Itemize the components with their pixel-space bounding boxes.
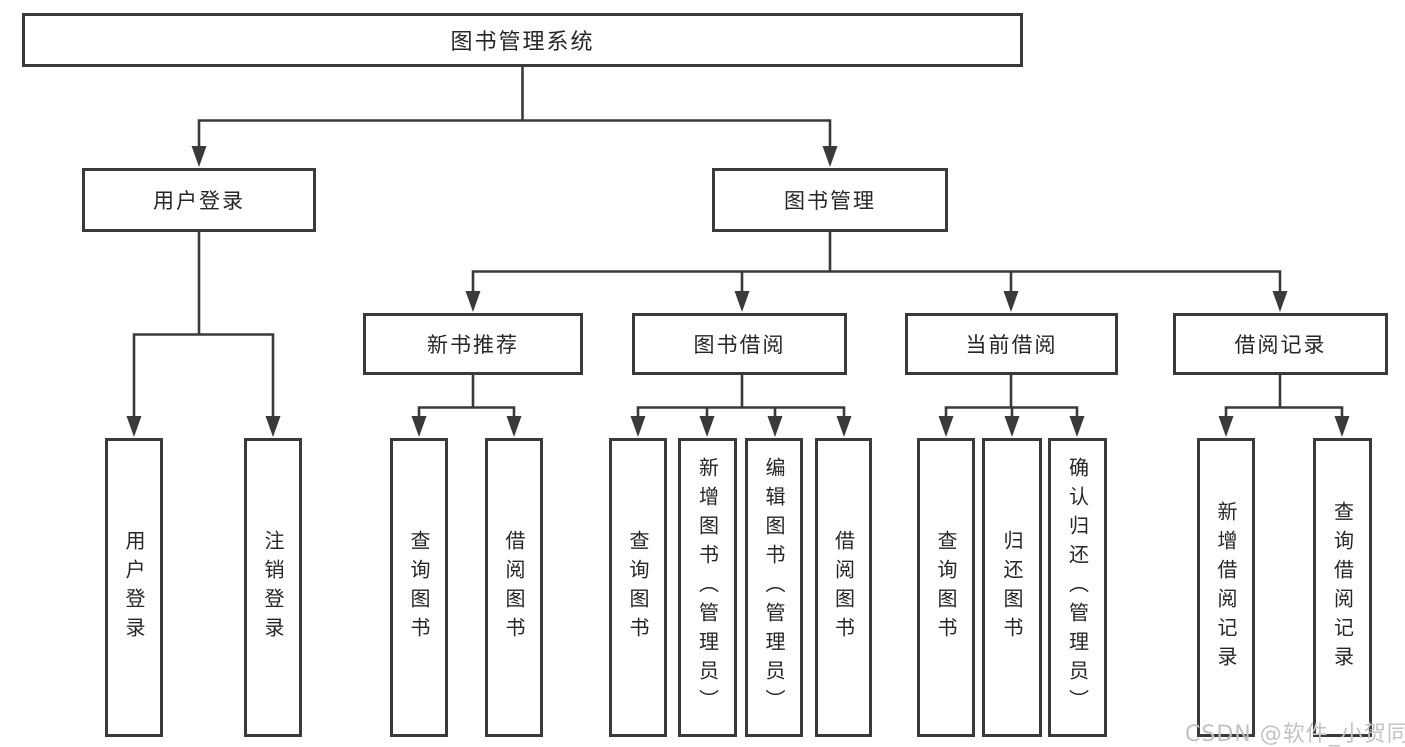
node-label: 图书借阅 bbox=[693, 333, 786, 357]
node-label: 借阅图书 bbox=[502, 529, 526, 646]
leaf-query-books-recommend: 查询图书 bbox=[390, 438, 448, 737]
node-label: 新增图书（管理员） bbox=[695, 457, 720, 718]
node-label: 借阅记录 bbox=[1234, 333, 1327, 357]
leaf-confirm-return-admin: 确认归还（管理员） bbox=[1048, 438, 1107, 737]
node-label: 编辑图书（管理员） bbox=[762, 457, 786, 718]
node-user-login-group: 用户登录 bbox=[82, 168, 316, 232]
node-library-management-system: 图书管理系统 bbox=[22, 13, 1023, 67]
leaf-add-books-admin: 新增图书（管理员） bbox=[678, 438, 737, 737]
leaf-query-books-borrow: 查询图书 bbox=[609, 438, 667, 737]
leaf-query-books-current: 查询图书 bbox=[917, 438, 975, 737]
node-label: 新增借阅记录 bbox=[1214, 500, 1238, 675]
leaf-borrow-books: 借阅图书 bbox=[815, 438, 872, 737]
leaf-add-borrow-record: 新增借阅记录 bbox=[1197, 438, 1255, 737]
node-label: 注销登录 bbox=[261, 529, 285, 646]
node-label: 查询借阅记录 bbox=[1330, 500, 1355, 675]
node-label: 查询图书 bbox=[626, 529, 650, 646]
leaf-logout: 注销登录 bbox=[244, 438, 302, 737]
leaf-user-login: 用户登录 bbox=[105, 438, 163, 737]
node-label: 查询图书 bbox=[934, 529, 958, 646]
node-label: 图书管理 bbox=[784, 189, 876, 213]
node-label: 查询图书 bbox=[407, 529, 431, 646]
leaf-return-books: 归还图书 bbox=[982, 438, 1042, 737]
leaf-borrow-books-recommend: 借阅图书 bbox=[485, 438, 543, 737]
node-label: 用户登录 bbox=[153, 189, 245, 213]
node-label: 确认归还（管理员） bbox=[1065, 457, 1090, 718]
node-book-management: 图书管理 bbox=[712, 168, 948, 232]
node-borrowing-records: 借阅记录 bbox=[1173, 313, 1388, 375]
node-label: 当前借阅 bbox=[965, 333, 1058, 357]
node-label: 新书推荐 bbox=[427, 333, 519, 357]
csdn-watermark: CSDN @软件_小贺同学 bbox=[1185, 722, 1405, 747]
node-label: 归还图书 bbox=[1000, 529, 1024, 646]
node-label: 用户登录 bbox=[122, 529, 146, 646]
leaf-edit-books-admin: 编辑图书（管理员） bbox=[745, 438, 803, 737]
node-label: 图书管理系统 bbox=[450, 30, 595, 55]
node-current-borrowing: 当前借阅 bbox=[905, 313, 1118, 375]
node-label: 借阅图书 bbox=[831, 529, 856, 646]
node-new-book-recommend: 新书推荐 bbox=[363, 313, 583, 375]
leaf-query-borrow-record: 查询借阅记录 bbox=[1313, 438, 1372, 737]
node-book-borrowing: 图书借阅 bbox=[632, 313, 847, 375]
